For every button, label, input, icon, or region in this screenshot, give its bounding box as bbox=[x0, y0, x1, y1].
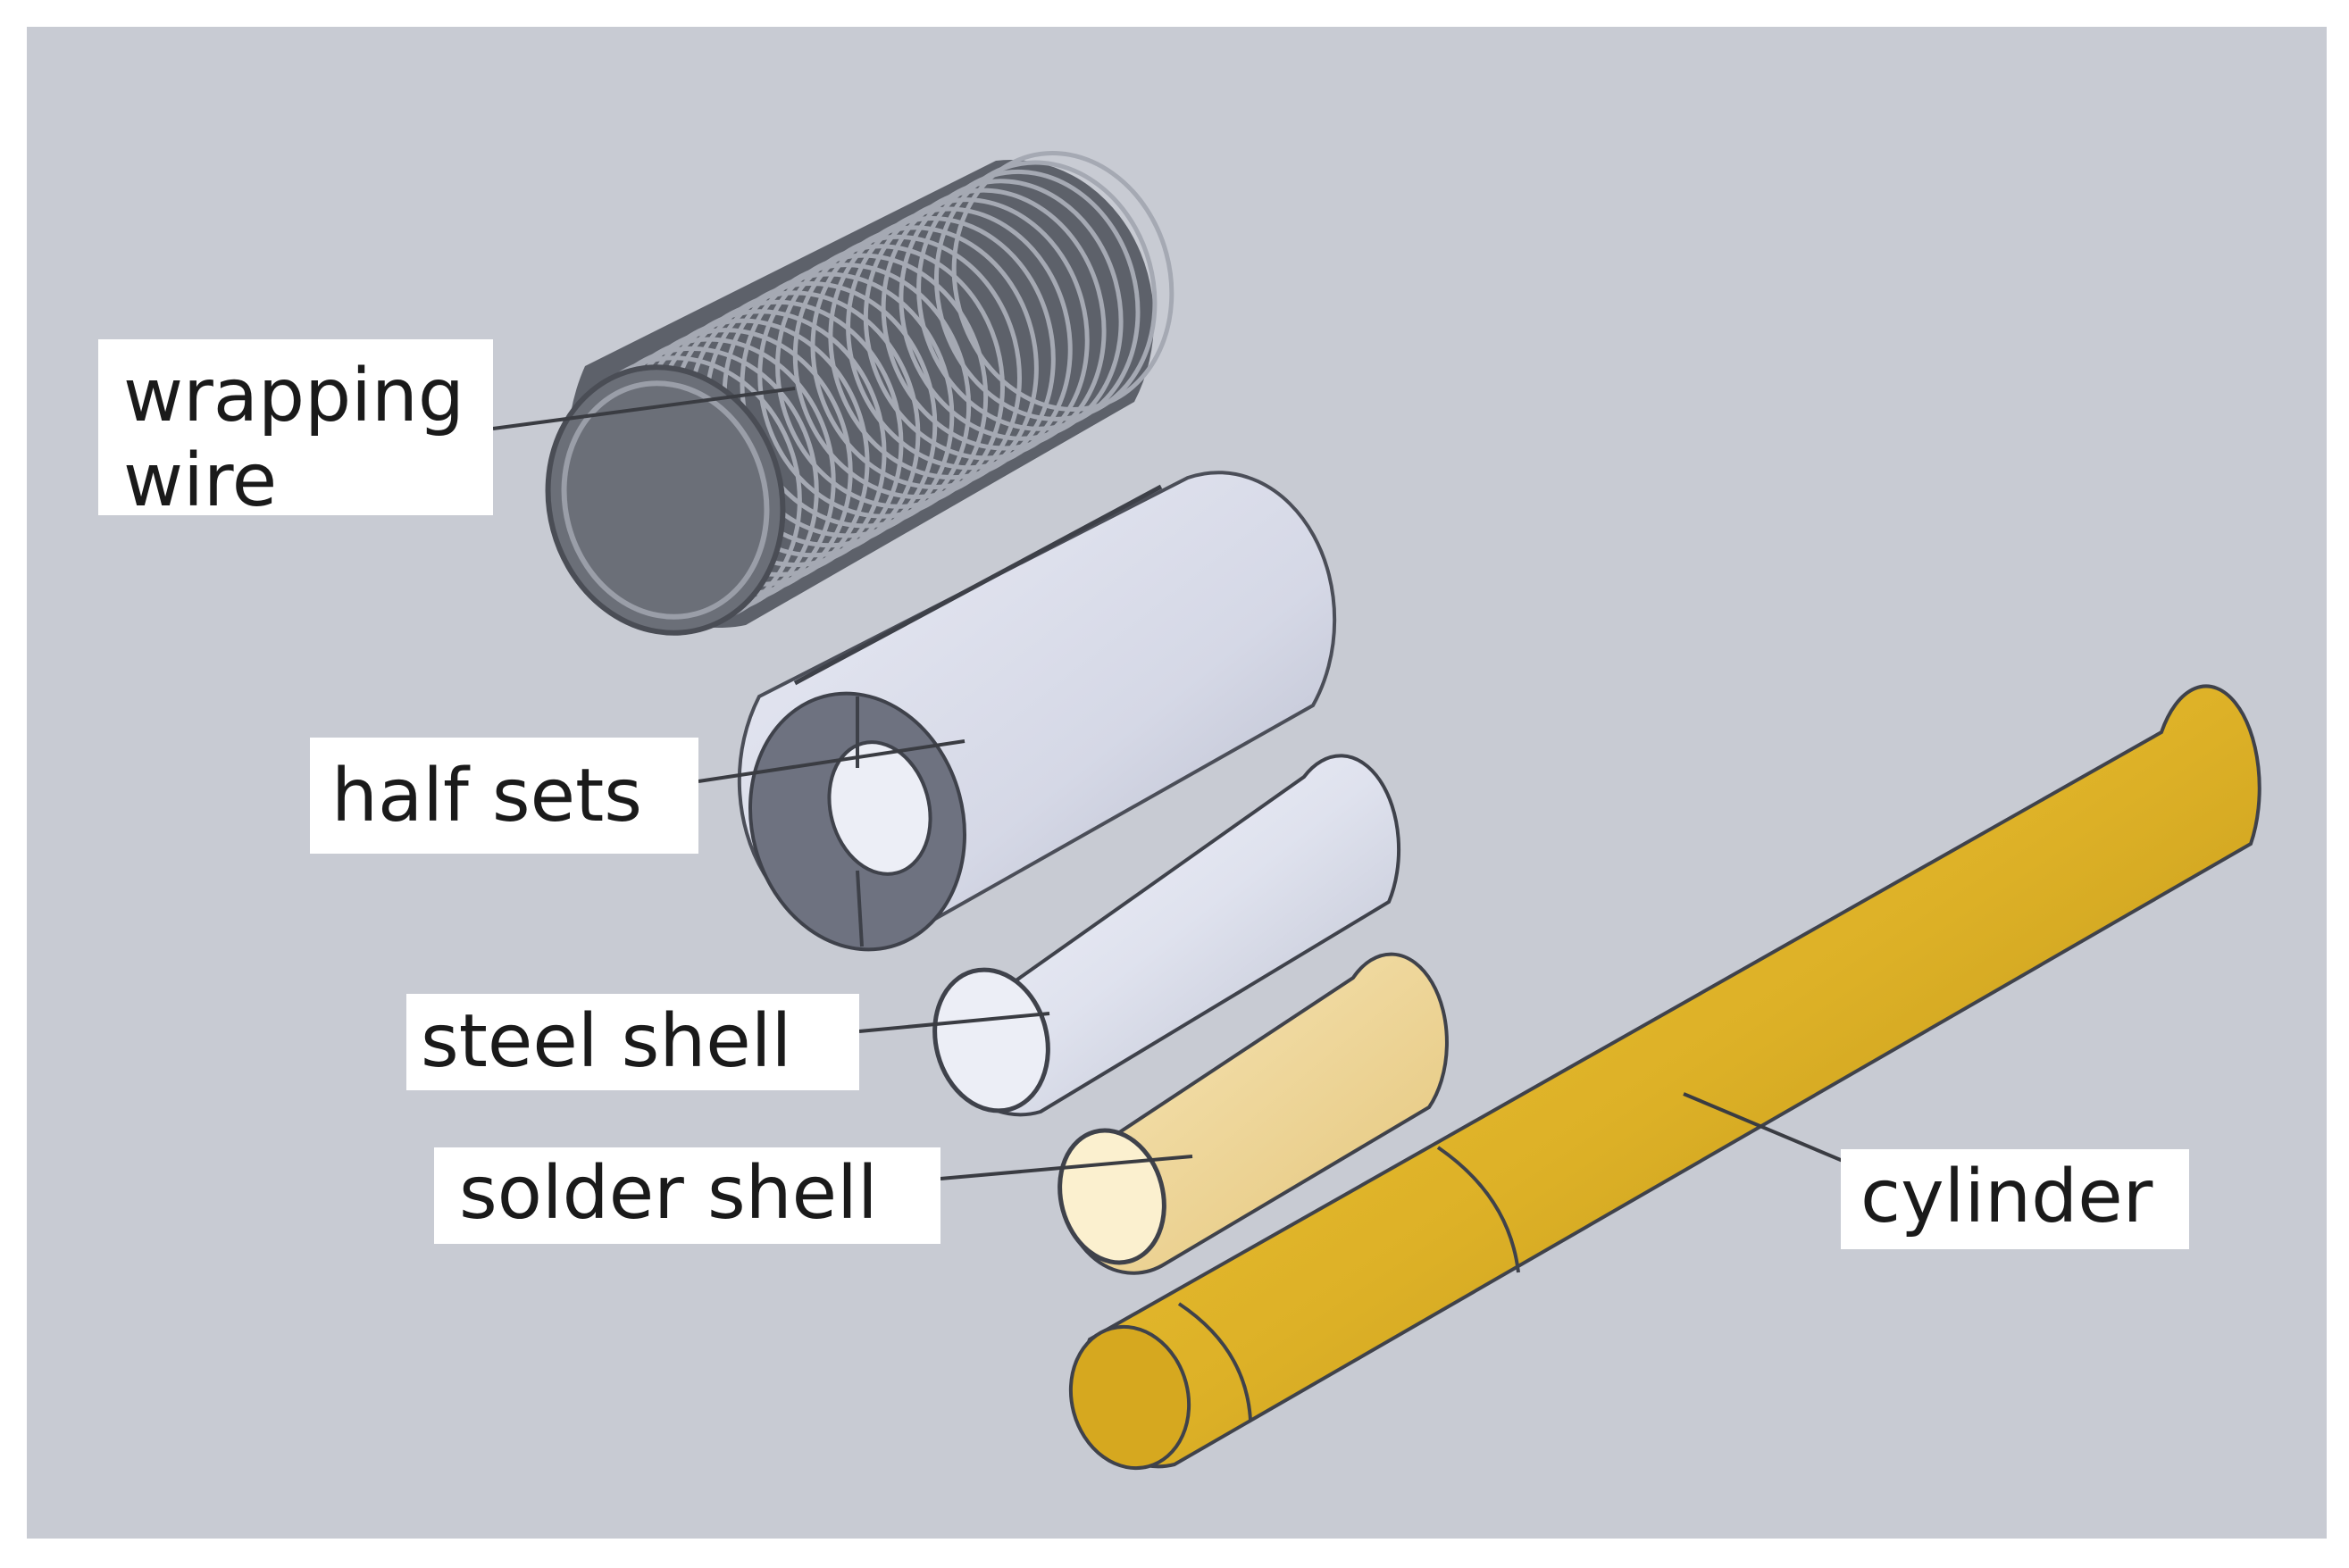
label-solder-shell: solder shell bbox=[434, 1147, 940, 1244]
half-sets-part bbox=[737, 471, 1337, 952]
label-cylinder: cylinder bbox=[1841, 1149, 2189, 1249]
solder-shell-part bbox=[1057, 952, 1449, 1275]
cylinder-part bbox=[1068, 684, 2261, 1471]
half-sets-leader bbox=[698, 739, 966, 783]
coil-turn bbox=[951, 151, 1174, 412]
label-wrapping-wire-line1: wrapping bbox=[123, 354, 464, 438]
cylinder-leader bbox=[1683, 1092, 1854, 1167]
steel-shell-part bbox=[932, 754, 1401, 1117]
label-wrapping-wire: wrapping wire bbox=[98, 339, 493, 523]
label-steel-shell: steel shell bbox=[406, 994, 859, 1090]
label-half-sets: half sets bbox=[310, 738, 698, 854]
solder-shell-leader bbox=[940, 1155, 1193, 1180]
steel-shell-leader bbox=[858, 1012, 1050, 1033]
leader-lines bbox=[492, 387, 1854, 1180]
label-wrapping-wire-line2: wire bbox=[123, 438, 278, 524]
coil-turn bbox=[933, 160, 1158, 421]
wrapping-wire-coil bbox=[545, 151, 1174, 636]
wrapping-wire-leader bbox=[492, 387, 796, 430]
